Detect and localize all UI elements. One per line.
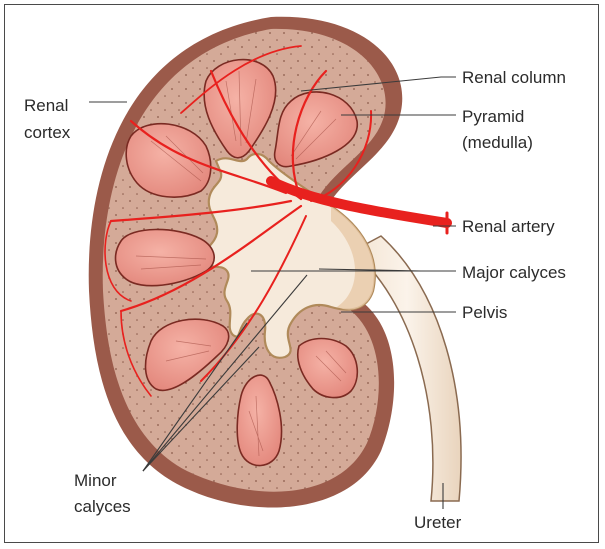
label-pyramid-1: Pyramid [462,107,524,126]
label-pyramid-2: (medulla) [462,133,533,152]
label-renal-cortex-1: Renal [24,96,68,115]
label-ureter: Ureter [414,513,462,532]
label-minor-calyces-1: Minor [74,471,117,490]
label-renal-cortex-2: cortex [24,123,71,142]
label-renal-artery: Renal artery [462,217,555,236]
label-renal-column: Renal column [462,68,566,87]
kidney-diagram: Renal cortex Renal column Pyramid (medul… [5,5,600,544]
diagram-frame: Renal cortex Renal column Pyramid (medul… [4,4,599,543]
label-minor-calyces-2: calyces [74,497,131,516]
label-pelvis: Pelvis [462,303,507,322]
label-major-calyces: Major calyces [462,263,566,282]
